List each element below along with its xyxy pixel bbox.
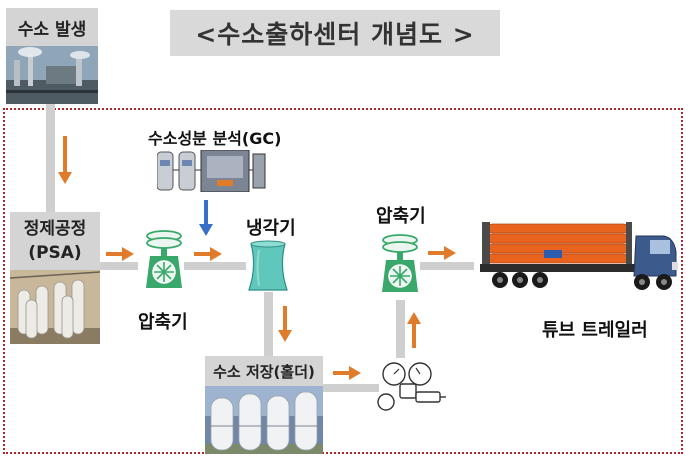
cooler-label: 냉각기 (246, 218, 296, 239)
connector-psa-compressor (100, 262, 138, 270)
arrow-up-1 (407, 312, 421, 348)
connector-regulator-compressor (396, 300, 405, 358)
connector-cooler-storage (264, 292, 273, 356)
regulator-valve-icon (376, 360, 446, 414)
diagram-title: <수소출하센터 개념도 > (170, 10, 500, 56)
gc-analysis-label: 수소성분 분석(GC) (148, 129, 282, 148)
storage-label: 수소 저장(홀더) (205, 356, 323, 386)
factory-photo (6, 46, 98, 104)
psa-label: 정제공정 (PSA) (10, 212, 100, 270)
gc-analyzer (157, 150, 267, 192)
trailer-label: 튜브 트레일러 (542, 320, 648, 341)
compressor-icon (144, 228, 184, 292)
connector-production-psa (46, 104, 55, 212)
cooling-tower-icon (245, 240, 291, 292)
arrow-right-4 (428, 246, 456, 260)
production-label: 수소 발생 (6, 8, 98, 46)
compressor-2-label: 압축기 (376, 206, 426, 227)
connector-storage-regulator (323, 384, 379, 392)
arrow-right-1 (106, 247, 134, 261)
compressor-1-label: 압축기 (138, 312, 188, 333)
arrow-down-blue (199, 200, 213, 236)
arrow-right-3 (333, 366, 361, 380)
process-boundary-frame (3, 108, 683, 454)
storage-tanks-photo (205, 386, 323, 454)
arrow-down-1 (58, 136, 72, 186)
compressor-icon-2 (380, 232, 420, 296)
psa-label-line1: 정제공정 (23, 219, 87, 239)
connector-compressor-trailer (420, 262, 474, 270)
tube-trailer-truck (474, 218, 680, 298)
connector-compressor-cooler (184, 262, 246, 270)
psa-label-line2: (PSA) (28, 243, 82, 263)
arrow-right-2 (194, 247, 222, 261)
psa-tanks-photo (10, 270, 100, 344)
arrow-down-2 (278, 306, 292, 342)
